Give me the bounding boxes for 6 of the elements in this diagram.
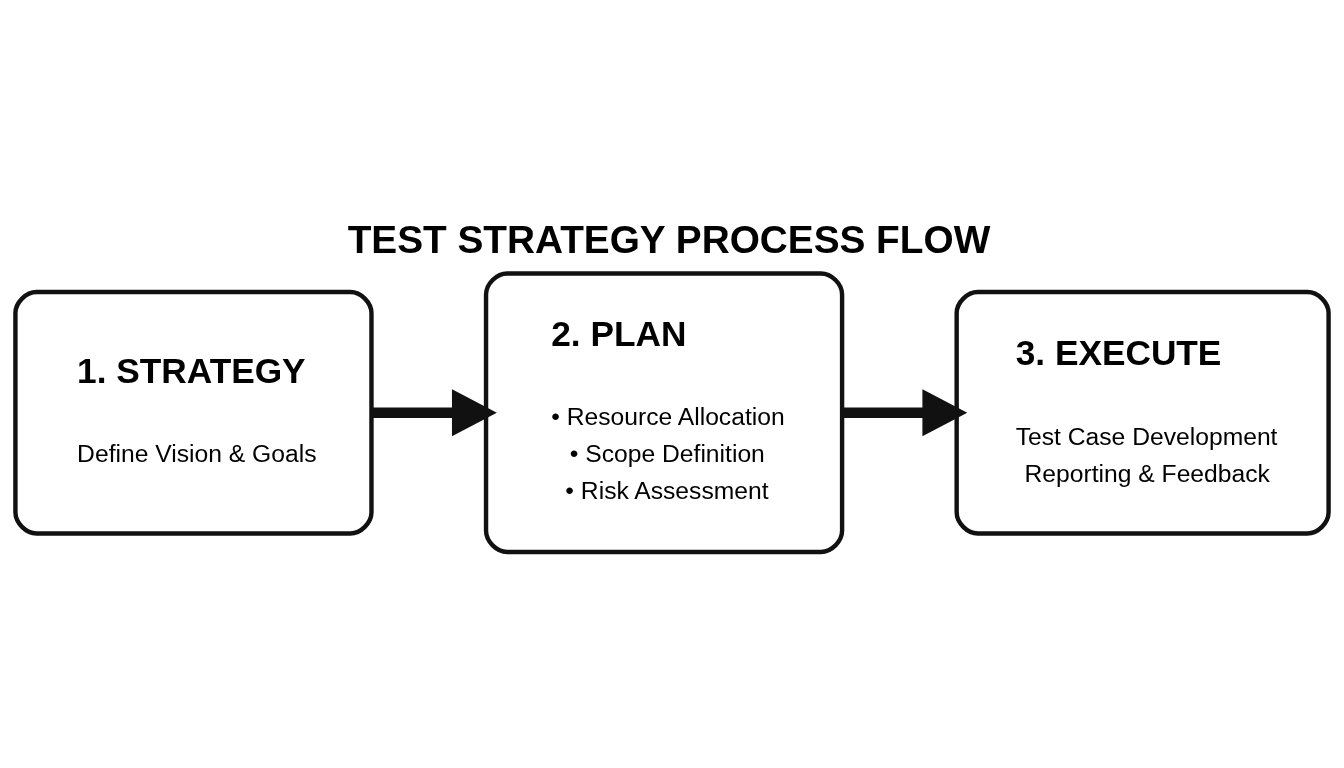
node-box: 2. PLAN • Resource Allocation • Scope Definition • Risk Assessment: [483, 270, 845, 554]
node-box: 3. EXECUTE Test Case Development Reporting & Feedback: [954, 289, 1331, 536]
node-box: 1. STRATEGY Define Vision & Goals: [13, 289, 374, 536]
arrow: [371, 388, 497, 436]
arrow: [842, 388, 968, 436]
diagram-title: TEST STRATEGY PROCESS FLOW: [347, 217, 991, 261]
